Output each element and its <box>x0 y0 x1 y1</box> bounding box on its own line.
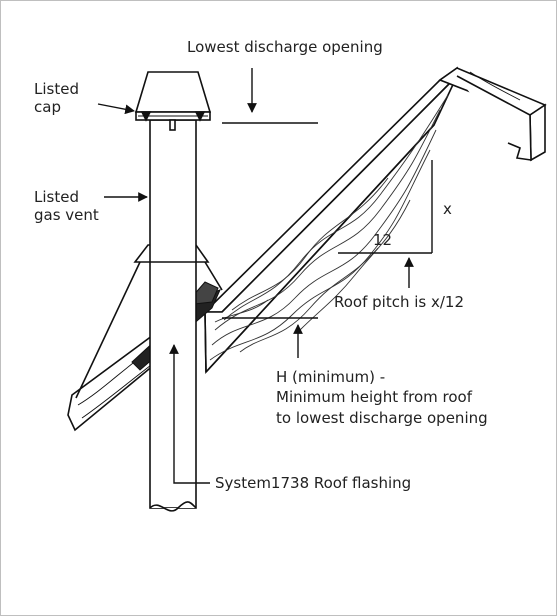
h-label-line3: to lowest discharge opening <box>276 409 488 427</box>
pitch-label: Roof pitch is x/12 <box>334 293 464 311</box>
roof-deck <box>203 66 458 375</box>
vent-label-line2: gas vent <box>34 206 99 224</box>
cap-label-line2: cap <box>34 98 61 116</box>
arrows <box>97 68 414 484</box>
flashing-arrow <box>169 344 210 484</box>
cap-label-line1: Listed <box>34 80 79 98</box>
listed-cap <box>134 71 212 131</box>
wood-grain <box>209 94 449 361</box>
cap-arrow <box>97 103 135 115</box>
rise-label: x <box>443 200 452 218</box>
vent-label-line1: Listed <box>34 188 79 206</box>
flashing-label: System1738 Roof flashing <box>215 474 411 492</box>
gas-vent-pipe <box>149 119 197 512</box>
left-roof-deck <box>67 328 161 432</box>
lowest-discharge-label: Lowest discharge opening <box>187 38 383 56</box>
run-label: 12 <box>373 231 392 249</box>
h-label-line2: Minimum height from roof <box>276 388 473 406</box>
h-label-line1: H (minimum) - <box>276 368 385 386</box>
ridge-end <box>438 67 547 162</box>
dimension-lines <box>222 122 433 319</box>
